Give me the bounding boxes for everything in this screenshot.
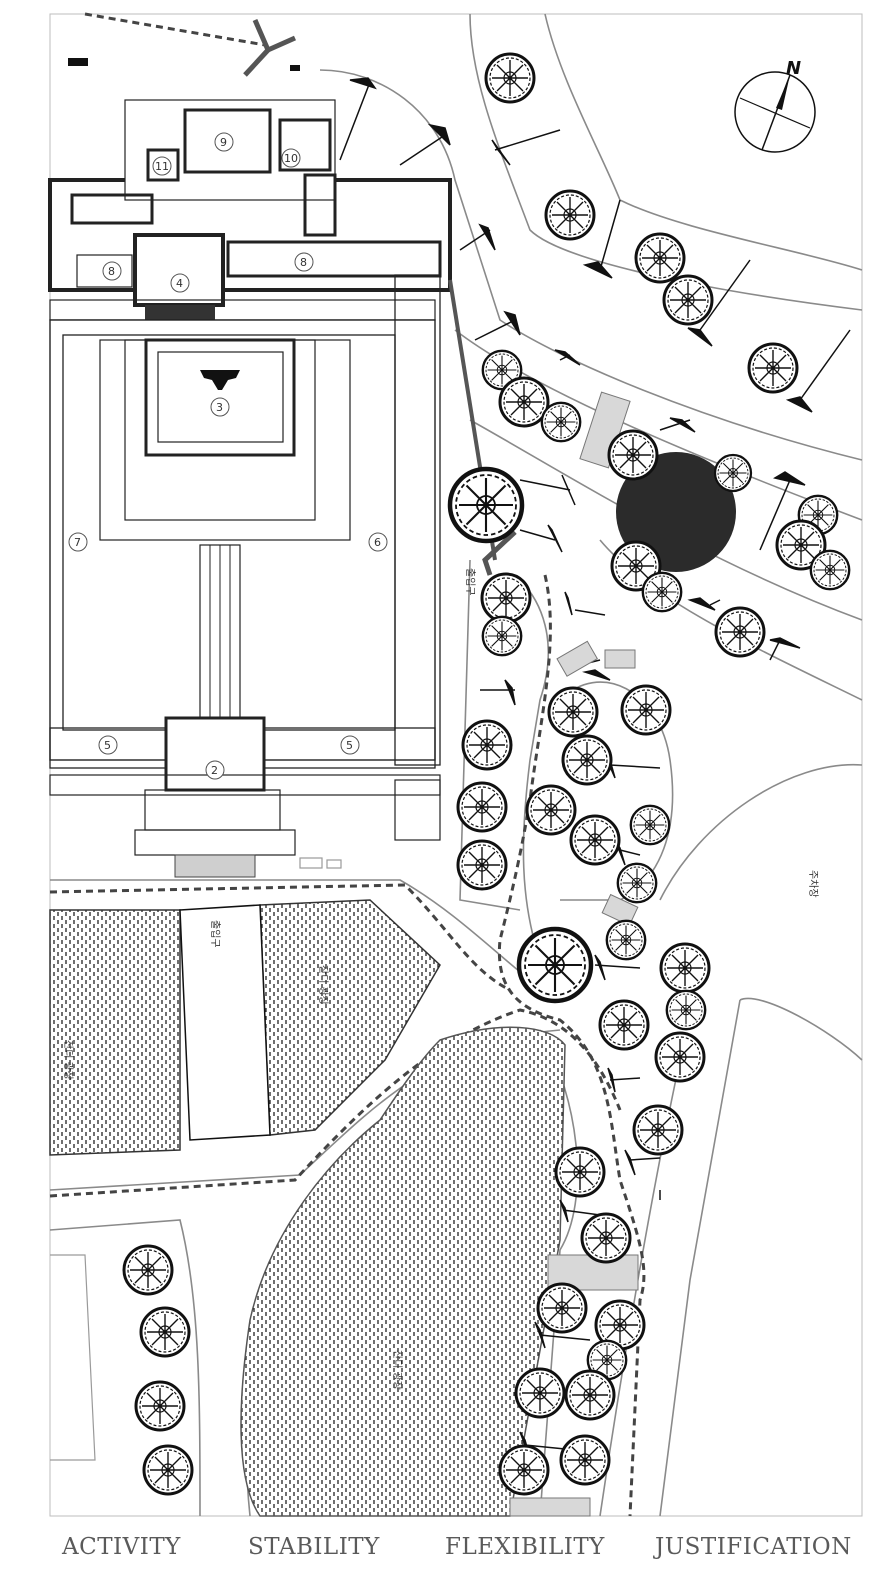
- tree-icon: [498, 376, 550, 428]
- tree-icon: [122, 1244, 174, 1296]
- tree-icon: [561, 734, 613, 786]
- lawn-areas: [49, 899, 566, 1517]
- tree-icon: [481, 615, 523, 657]
- tree-icon: [547, 686, 599, 738]
- tree-icon: [665, 989, 707, 1031]
- tree-icon: [484, 52, 536, 104]
- tree-icon: [605, 919, 647, 961]
- footer-label-activity: ACTIVITY: [62, 1534, 181, 1560]
- tree-icon: [580, 1212, 632, 1264]
- tree-icon: [659, 942, 711, 994]
- light-pole-icon: [339, 77, 851, 1459]
- highlight-circle: [616, 452, 736, 572]
- tree-icon: [564, 1369, 616, 1421]
- building-number: 8: [300, 256, 307, 269]
- entrance-label: 출입구: [464, 568, 477, 596]
- footer-label-stability: STABILITY: [248, 1534, 380, 1560]
- tree-icon: [569, 814, 621, 866]
- building-number: 10: [284, 152, 298, 165]
- tree-icon: [456, 781, 508, 833]
- tree-icon: [525, 784, 577, 836]
- north-arrow-icon: N: [734, 58, 816, 153]
- tree-icon: [134, 1380, 186, 1432]
- tree-icon: [620, 684, 672, 736]
- tree-icon: [519, 929, 591, 1001]
- tree-icon: [809, 549, 851, 591]
- tree-icon: [461, 719, 513, 771]
- tree-icon: [747, 342, 799, 394]
- tree-icon: [607, 429, 659, 481]
- tree-icon: [450, 469, 522, 541]
- tree-icon: [654, 1031, 706, 1083]
- building-number: 9: [220, 136, 227, 149]
- building-number: 5: [104, 739, 111, 752]
- dashed-paths: [49, 12, 646, 1517]
- tree-icon: [554, 1146, 606, 1198]
- building-number: 3: [216, 401, 223, 414]
- tree-icon: [714, 606, 766, 658]
- tree-icon: [544, 189, 596, 241]
- building-number: 6: [374, 536, 381, 549]
- tree-icon: [662, 274, 714, 326]
- lawn-label: 잔디 광장: [317, 965, 329, 1005]
- parking-lot: [50, 857, 342, 1461]
- site-plan-map: 2 3 4 5 5 6 7 8 8 9 10 11: [48, 12, 863, 1517]
- tree-icon: [616, 862, 658, 904]
- temple-complex: [48, 99, 497, 878]
- building-number: 5: [346, 739, 353, 752]
- lawn-label: 잔디 광장: [62, 1040, 74, 1080]
- tree-icon: [142, 1444, 194, 1496]
- tree-icon: [629, 804, 671, 846]
- tree-icon: [139, 1306, 191, 1358]
- building-numbers: 2 3 4 5 5 6 7 8 8 9 10 11: [68, 132, 388, 780]
- tree-icon: [514, 1367, 566, 1419]
- tree-icon: [559, 1434, 611, 1486]
- entrance-arrow-top: [243, 19, 297, 77]
- lawn-label: 잔디 광장: [391, 1350, 403, 1390]
- entrance-arrow-east: [482, 530, 517, 576]
- footer-label-flexibility: FLEXIBILITY: [445, 1534, 605, 1560]
- entrance-label: 출입구: [209, 920, 222, 948]
- building-number: 4: [176, 277, 183, 290]
- footer-labels: ACTIVITY STABILITY FLEXIBILITY JUSTIFICA…: [0, 1526, 888, 1576]
- building-number: 8: [108, 265, 115, 278]
- tree-icon: [641, 571, 683, 613]
- parking-label: 주차장: [807, 870, 819, 898]
- north-label: N: [786, 58, 801, 79]
- tree-icon: [632, 1104, 684, 1156]
- building-number: 11: [155, 160, 169, 173]
- tree-icon: [598, 999, 650, 1051]
- tree-icon: [540, 401, 582, 443]
- tree-icon: [713, 453, 753, 493]
- tree-icon: [536, 1282, 588, 1334]
- building-number: 2: [211, 764, 218, 777]
- tree-icon: [498, 1444, 550, 1496]
- building-number: 7: [74, 536, 81, 549]
- tree-icon: [480, 572, 532, 624]
- tree-icon: [634, 232, 686, 284]
- footer-label-justification: JUSTIFICATION: [655, 1534, 852, 1560]
- tree-icon: [456, 839, 508, 891]
